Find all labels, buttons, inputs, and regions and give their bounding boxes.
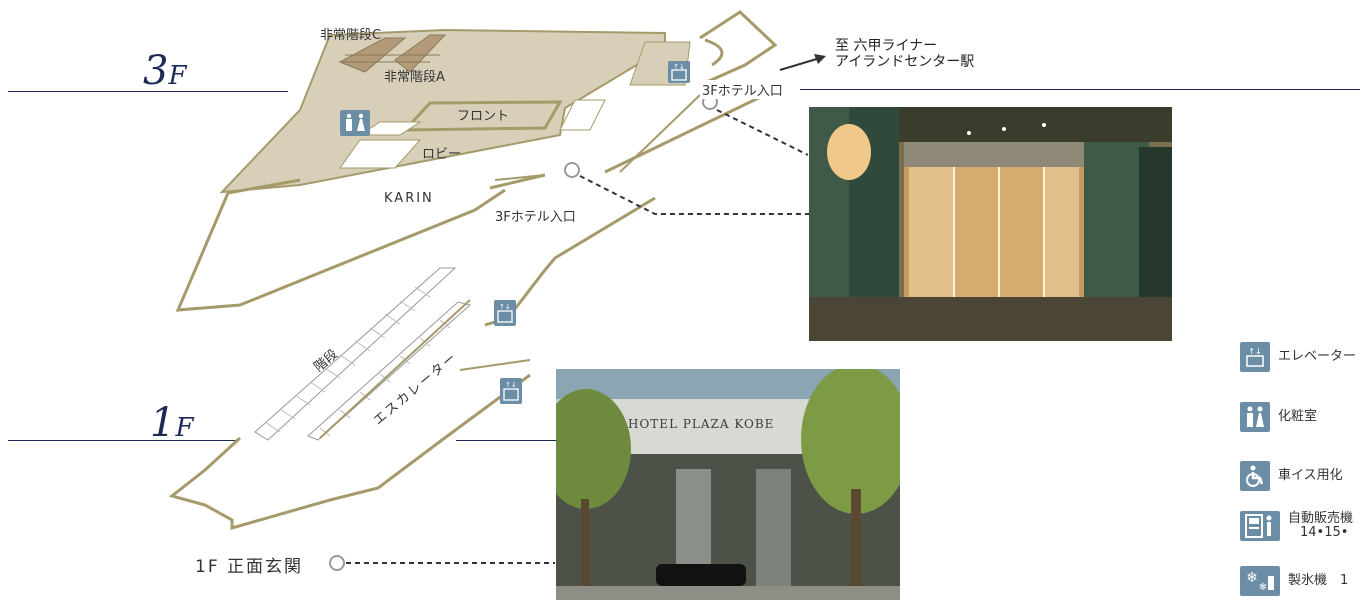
elevator-icon: ↑↓ <box>1240 342 1270 372</box>
floor-3f-line-left <box>8 91 288 92</box>
svg-text:❄: ❄ <box>1259 582 1267 593</box>
hotel-entrance-3f-lower-label: 3Fホテル入口 <box>495 210 576 225</box>
floor-1f-line-left <box>8 440 236 441</box>
floor-1f-number: 1 <box>150 400 176 446</box>
photo-1f-main-entrance: HOTEL PLAZA KOBE <box>556 369 900 600</box>
entrance-marker-1f <box>329 555 345 571</box>
legend-vending-floors: 14•15• <box>1300 525 1349 540</box>
front-desk-area <box>401 100 563 132</box>
legend-ice: ❄❄ 製氷機 1 <box>1240 566 1348 596</box>
floor-1f-suffix: F <box>175 413 194 443</box>
svg-text:↑↓: ↑↓ <box>505 381 517 389</box>
floor-3f-label: 3F <box>143 48 187 94</box>
legend-restroom-label: 化粧室 <box>1278 409 1318 424</box>
legend-elevator: ↑↓ エレベーター <box>1240 342 1356 372</box>
entrance-marker-3f-lower <box>564 162 580 178</box>
elevator-icon-3f-top: ↑↓ <box>668 61 690 83</box>
lobby-label: ロビー <box>422 147 462 162</box>
legend-ice-label: 製氷機 1 <box>1288 573 1349 588</box>
karin-label: KARIN <box>384 191 434 206</box>
floor-1f-line-right <box>456 440 556 441</box>
restroom-icon-3f <box>340 110 370 136</box>
legend-wheelchair-label: 車イス用化 <box>1278 468 1343 483</box>
emergency-stair-a-label: 非常階段A <box>384 70 445 85</box>
restroom-icon <box>1240 402 1270 432</box>
floor-1f-outline <box>168 373 531 530</box>
legend-vending-text: 自動販売機 14•15• <box>1288 512 1353 540</box>
hotel-entrance-3f-upper-label: 3Fホテル入口 <box>700 80 785 99</box>
emergency-stair-c-label: 非常階段C <box>320 28 382 43</box>
floor-3f-outline-lower <box>175 178 506 312</box>
legend-elevator-label: エレベーター <box>1278 349 1357 364</box>
front-label: フロント <box>457 109 510 124</box>
destination-line2: アイランドセンター駅 <box>835 54 975 70</box>
legend-vending-label: 自動販売機 <box>1288 511 1354 526</box>
vending-machine-icon <box>1240 511 1280 541</box>
elevator-icon-3f-lower: ↑↓ <box>494 300 516 326</box>
elevator-icon-1f: ↑↓ <box>500 378 522 404</box>
wheelchair-icon <box>1240 461 1270 491</box>
destination-line1: 至 六甲ライナー <box>835 38 938 54</box>
destination-label: 至 六甲ライナー アイランドセンター駅 <box>835 38 974 70</box>
floor-3f-suffix: F <box>168 61 187 91</box>
legend-restroom: 化粧室 <box>1240 402 1317 432</box>
lobby-room <box>339 139 422 169</box>
photo-3f-entrance <box>809 107 1172 341</box>
svg-text:↑↓: ↑↓ <box>673 63 685 71</box>
floor-3f-number: 3 <box>143 48 169 94</box>
ice-machine-icon: ❄❄ <box>1240 566 1280 596</box>
photo-sign-text: HOTEL PLAZA KOBE <box>628 417 775 431</box>
legend-vending: 自動販売機 14•15• <box>1240 511 1353 541</box>
svg-text:❄: ❄ <box>1246 570 1258 586</box>
side-room <box>559 99 606 131</box>
legend-wheelchair: 車イス用化 <box>1240 461 1343 491</box>
floor-1f-label: 1F <box>150 400 194 446</box>
main-entrance-1f-label: 1F 正面玄関 <box>195 557 303 577</box>
emergency-stair-c-block <box>338 34 447 73</box>
svg-text:↑↓: ↑↓ <box>1248 347 1261 356</box>
floor-3f-line-right <box>800 89 1360 90</box>
svg-text:↑↓: ↑↓ <box>499 303 511 311</box>
entrance-outline-3f <box>699 10 778 87</box>
